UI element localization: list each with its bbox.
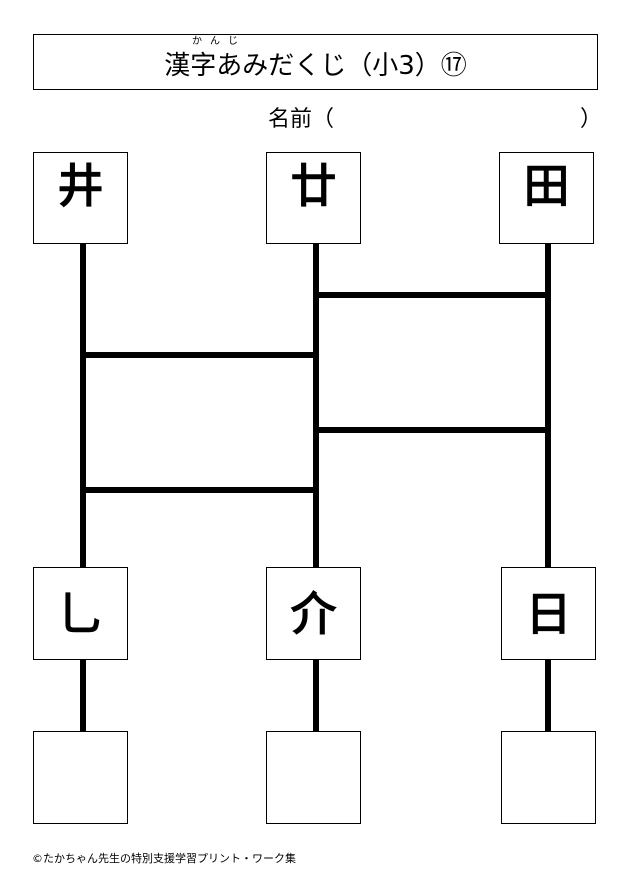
top-kanji-2: 廿	[290, 159, 337, 213]
title-ruby: かんじ	[192, 36, 246, 47]
answer-box-1[interactable]	[33, 731, 128, 824]
footer-copyright: ©たかちゃん先生の特別支援学習プリント・ワーク集	[32, 852, 296, 865]
top-kanji-1: 井	[57, 159, 104, 213]
ladder-rail-left-upper	[80, 243, 86, 569]
top-kanji-3: 田	[523, 159, 570, 213]
ladder-rung-4	[83, 487, 316, 493]
middle-box-3: 日	[501, 567, 596, 660]
ladder-rail-right-upper	[545, 243, 551, 569]
middle-box-2: 介	[266, 567, 361, 660]
ladder-rail-middle-lower	[313, 658, 319, 734]
middle-kanji-3: 日	[525, 586, 572, 641]
ladder-rung-2	[83, 352, 316, 358]
ladder-rung-3	[316, 427, 548, 433]
middle-box-1: 乚	[33, 567, 128, 660]
ladder-rail-middle-upper	[313, 243, 319, 569]
top-box-2: 廿	[266, 152, 361, 244]
name-close-paren: ）	[580, 107, 603, 132]
page-title: 漢字あみだくじ（小3）⑰	[164, 51, 467, 81]
top-box-1: 井	[33, 152, 128, 244]
ladder-rail-right-lower	[545, 658, 551, 734]
ladder-rail-left-lower	[80, 658, 86, 734]
top-box-3: 田	[499, 152, 594, 244]
ladder-rung-1	[316, 292, 548, 298]
middle-kanji-2: 介	[290, 586, 337, 641]
middle-kanji-1: 乚	[57, 586, 104, 641]
title-box: かんじ 漢字あみだくじ（小3）⑰	[33, 34, 598, 90]
answer-box-2[interactable]	[266, 731, 361, 824]
answer-box-3[interactable]	[501, 731, 596, 824]
name-label: 名前（	[268, 107, 335, 132]
